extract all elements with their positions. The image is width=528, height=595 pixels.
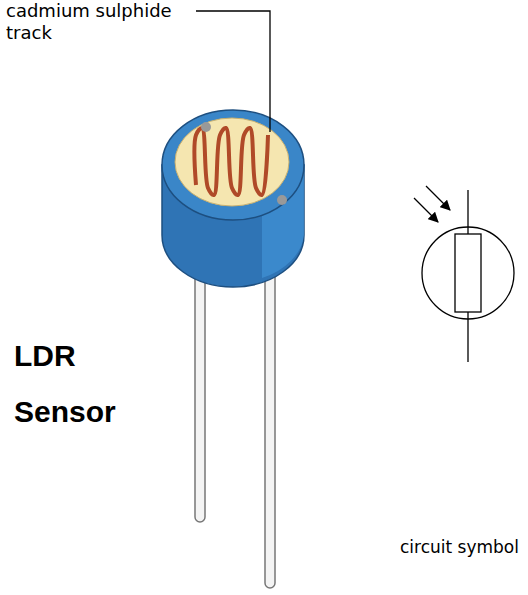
cadmium-sulphide-track bbox=[195, 128, 268, 195]
title-label: LDR Sensor bbox=[14, 328, 139, 440]
leader-line bbox=[196, 11, 270, 132]
caption-label: circuit symbol bbox=[400, 536, 524, 558]
lead-wire bbox=[195, 240, 275, 588]
ldr-body bbox=[162, 110, 304, 287]
electrode-dot bbox=[201, 122, 287, 205]
part-label: cadmium sulphide track bbox=[6, 0, 192, 44]
ldr-circuit-symbol bbox=[414, 186, 514, 362]
